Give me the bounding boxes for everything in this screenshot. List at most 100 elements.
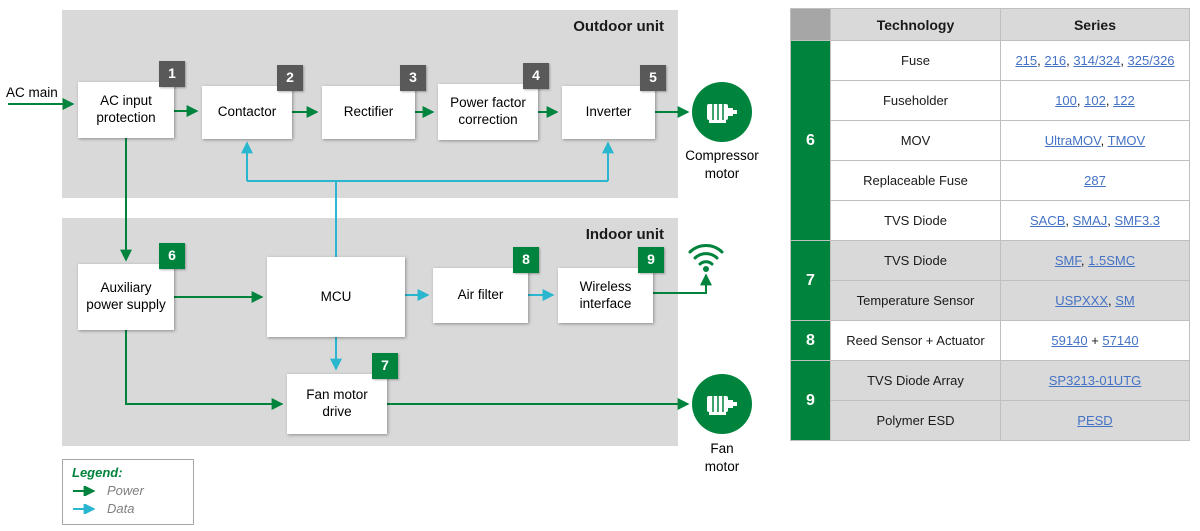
block-label: Wireless interface: [579, 278, 632, 311]
block-rectifier: Rectifier 3: [322, 65, 426, 139]
block-label: MCU: [320, 288, 352, 304]
series-link[interactable]: SACB: [1029, 213, 1066, 228]
group-number-cell: 7: [790, 240, 831, 321]
table-row: Replaceable Fuse 287: [791, 160, 1190, 201]
badge-1: 1: [159, 61, 185, 87]
badge-7: 7: [372, 353, 398, 379]
technology-cell: Polymer ESD: [830, 400, 1001, 441]
group-number-cell: 6: [790, 40, 831, 241]
series-link[interactable]: 59140: [1051, 333, 1088, 348]
series-cell: UltraMOV, TMOV: [1000, 120, 1190, 161]
block-label: Contactor: [217, 104, 277, 120]
technology-cell: TVS Diode: [830, 240, 1001, 281]
group-number-cell: 9: [790, 360, 831, 441]
series-cell: SP3213-01UTG: [1000, 360, 1190, 401]
series-link[interactable]: 325/326: [1127, 53, 1175, 68]
wifi-icon: [686, 238, 726, 277]
badge-5: 5: [640, 65, 666, 91]
indoor-unit-title: Indoor unit: [585, 226, 664, 243]
series-link[interactable]: UltraMOV: [1044, 133, 1101, 148]
green-arrow-icon: [73, 485, 96, 496]
table-corner-cell: [790, 8, 831, 41]
series-link[interactable]: SMF: [1054, 253, 1081, 268]
series-link[interactable]: 287: [1084, 173, 1106, 188]
legend-power-label: Power: [107, 483, 144, 498]
block-ac-input-protection: AC input protection 1: [78, 61, 185, 138]
technology-cell: Temperature Sensor: [830, 280, 1001, 321]
compressor-motor-label: Compressor motor: [685, 148, 759, 181]
series-cell: SMF, 1.5SMC: [1000, 240, 1190, 281]
compressor-motor-icon: [692, 82, 752, 142]
legend: Legend: Power Data: [62, 459, 194, 525]
block-label: Inverter: [585, 104, 632, 120]
block-wireless-interface: Wireless interface 9: [558, 247, 664, 323]
series-cell: USPXXX, SM: [1000, 280, 1190, 321]
badge-8: 8: [513, 247, 539, 273]
series-link[interactable]: PESD: [1077, 413, 1113, 428]
series-cell: SACB, SMAJ, SMF3.3: [1000, 200, 1190, 241]
technology-cell: TVS Diode: [830, 200, 1001, 241]
table-header-row: Technology Series: [790, 8, 1190, 41]
badge-9: 9: [638, 247, 664, 273]
series-link[interactable]: 122: [1113, 93, 1135, 108]
technology-cell: Fuse: [830, 40, 1001, 81]
series-header: Series: [1000, 8, 1190, 41]
series-link[interactable]: TMOV: [1107, 133, 1146, 148]
series-link[interactable]: 216: [1044, 53, 1067, 68]
block-contactor: Contactor 2: [202, 65, 303, 139]
legend-data-row: Data: [72, 501, 184, 516]
series-link[interactable]: 1.5SMC: [1088, 253, 1136, 268]
technology-cell: Reed Sensor + Actuator: [830, 320, 1001, 361]
block-label: AC input protection: [96, 93, 156, 125]
block-label: Fan motor drive: [306, 387, 368, 419]
fan-motor-label: Fan motor: [704, 441, 740, 474]
series-link[interactable]: 57140: [1102, 333, 1139, 348]
technology-header: Technology: [830, 8, 1001, 41]
series-link[interactable]: SP3213-01UTG: [1048, 373, 1142, 388]
block-label: Auxiliary power supply: [86, 280, 166, 312]
technology-cell: Replaceable Fuse: [830, 160, 1001, 201]
series-link[interactable]: 102: [1084, 93, 1106, 108]
block-mcu: MCU: [267, 257, 405, 337]
series-link[interactable]: USPXXX: [1055, 293, 1108, 308]
legend-data-label: Data: [107, 501, 135, 516]
block-label: Power factor correction: [450, 95, 526, 127]
series-cell: 100, 102, 122: [1000, 80, 1190, 121]
legend-title: Legend:: [72, 465, 123, 480]
block-label: Rectifier: [343, 104, 394, 120]
series-link[interactable]: SM: [1115, 293, 1135, 308]
series-link[interactable]: 314/324: [1073, 53, 1121, 68]
group-number-cell: 8: [790, 320, 831, 361]
outdoor-unit-title: Outdoor unit: [573, 18, 664, 35]
series-link[interactable]: SMAJ: [1072, 213, 1108, 228]
series-link[interactable]: 100: [1055, 93, 1077, 108]
badge-3: 3: [400, 65, 426, 91]
series-cell: 59140 + 57140: [1000, 320, 1190, 361]
badge-6: 6: [159, 243, 185, 269]
block-power-factor-correction: Power factor correction 4: [438, 63, 549, 140]
block-auxiliary-power-supply: Auxiliary power supply 6: [78, 243, 185, 330]
cyan-arrow-icon: [73, 503, 96, 514]
badge-2: 2: [277, 65, 303, 91]
legend-power-row: Power: [72, 483, 184, 498]
series-cell: PESD: [1000, 400, 1190, 441]
series-cell: 287: [1000, 160, 1190, 201]
block-fan-motor-drive: Fan motor drive 7: [287, 353, 398, 434]
badge-4: 4: [523, 63, 549, 89]
table-row: Polymer ESD PESD: [791, 400, 1190, 441]
series-link[interactable]: SMF3.3: [1114, 213, 1161, 228]
series-link[interactable]: 215: [1015, 53, 1038, 68]
fan-motor-icon: [692, 374, 752, 434]
technology-cell: TVS Diode Array: [830, 360, 1001, 401]
